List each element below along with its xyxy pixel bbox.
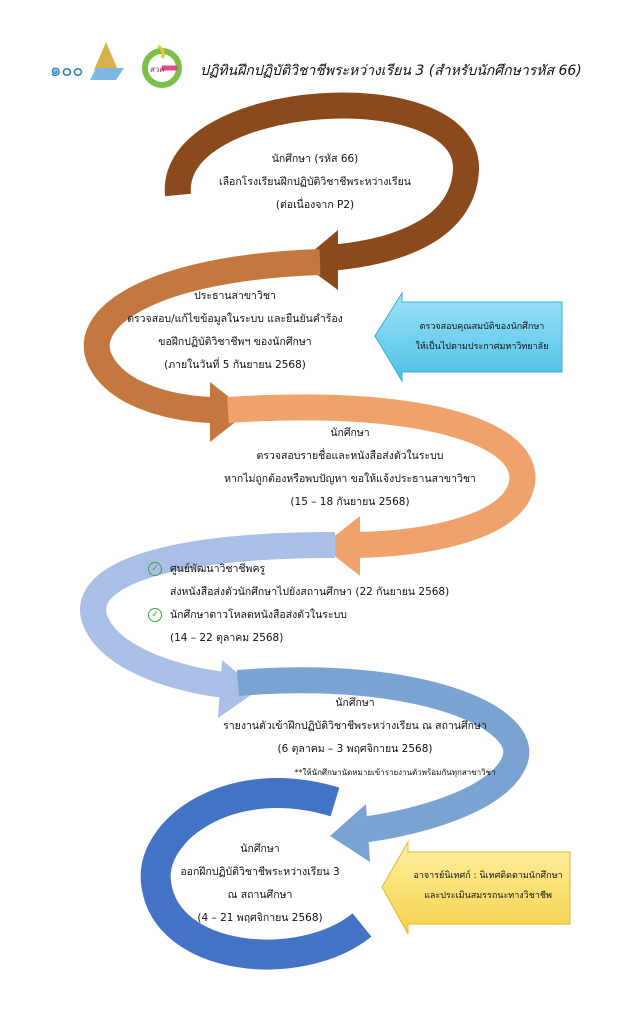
side-arrow-yellow bbox=[381, 840, 571, 935]
page-title: ปฏิทินฝึกปฏิบัติวิชาชีพระหว่างเรียน 3 (ส… bbox=[200, 63, 582, 79]
side-note-line: อาจารย์นิเทศก์ : นิเทศติดตามนักศึกษา bbox=[413, 871, 563, 881]
step-4-item-1-detail: ส่งหนังสือส่งตัวนักศึกษาไปยังสถานศึกษา (… bbox=[170, 586, 450, 598]
step-2-line: ตรวจสอบ/แก้ไขข้อมูลในระบบ และยืนยันคำร้อ… bbox=[127, 313, 343, 325]
step-2-line: ขอฝึกปฏิบัติวิชาชีพฯ ของนักศึกษา bbox=[158, 336, 312, 348]
step-1-text: นักศึกษา (รหัส 66) เลือกโรงเรียนฝึกปฏิบั… bbox=[210, 148, 420, 217]
university-logo: ๑๐๐ bbox=[46, 40, 126, 85]
step-4-item-1-heading: ศูนย์พัฒนาวิชาชีพครู bbox=[170, 563, 266, 575]
step-6-line: (4 – 21 พฤศจิกายน 2568) bbox=[197, 912, 323, 924]
side-note-line: ให้เป็นไปตามประกาศมหาวิทยาลัย bbox=[415, 342, 549, 352]
ring-step-6 bbox=[140, 778, 372, 970]
svg-text:๑๐๐: ๑๐๐ bbox=[50, 60, 83, 81]
step-5-text: นักศึกษา รายงานตัวเข้าฝึกปฏิบัติวิชาชีพร… bbox=[200, 692, 510, 784]
side-note-line: และประเมินสมรรถนะทางวิชาชีพ bbox=[424, 891, 552, 901]
faculty-logo: สวค bbox=[140, 42, 184, 88]
step-4-item-2-detail: (14 – 22 ตุลาคม 2568) bbox=[170, 632, 284, 644]
step-3-line: (15 – 18 กันยายน 2568) bbox=[290, 496, 410, 508]
step-2-line: (ภายในวันที่ 5 กันยายน 2568) bbox=[164, 359, 306, 371]
step-6-line: ออกฝึกปฏิบัติวิชาชีพระหว่างเรียน 3 bbox=[180, 866, 340, 878]
arrow-step-3 bbox=[227, 394, 536, 576]
step-3-line: ตรวจสอบรายชื่อและหนังสือส่งตัวในระบบ bbox=[256, 450, 444, 462]
step-4-item-2-heading: นักศึกษาดาวโหลดหนังสือส่งตัวในระบบ bbox=[170, 609, 347, 621]
step-6-text: นักศึกษา ออกฝึกปฏิบัติวิชาชีพระหว่างเรีย… bbox=[165, 838, 355, 930]
side-note-qualification: ตรวจสอบคุณสมบัติของนักศึกษา ให้เป็นไปตาม… bbox=[402, 317, 562, 357]
arrow-step-4 bbox=[80, 532, 336, 718]
step-5-heading: นักศึกษา bbox=[335, 697, 375, 709]
side-note-line: ตรวจสอบคุณสมบัติของนักศึกษา bbox=[419, 322, 545, 332]
step-3-heading: นักศึกษา bbox=[330, 427, 370, 439]
step-1-line: (ต่อเนื่องจาก P2) bbox=[275, 199, 355, 211]
step-2-text: ประธานสาขาวิชา ตรวจสอบ/แก้ไขข้อมูลในระบบ… bbox=[100, 285, 370, 377]
check-circle-icon: ✓ bbox=[148, 608, 162, 622]
step-3-text: นักศึกษา ตรวจสอบรายชื่อและหนังสือส่งตัวใ… bbox=[200, 422, 500, 514]
check-circle-icon: ✓ bbox=[148, 562, 162, 576]
step-5-line: (6 ตุลาคม – 3 พฤศจิกายน 2568) bbox=[277, 743, 433, 755]
step-2-heading: ประธานสาขาวิชา bbox=[194, 290, 276, 302]
step-1-heading: นักศึกษา (รหัส 66) bbox=[271, 153, 359, 165]
step-6-line: ณ สถานศึกษา bbox=[227, 889, 293, 901]
step-5-line: รายงานตัวเข้าฝึกปฏิบัติวิชาชีพระหว่างเรี… bbox=[223, 720, 487, 732]
svg-text:สวค: สวค bbox=[150, 65, 165, 74]
side-note-supervisor: อาจารย์นิเทศก์ : นิเทศติดตามนักศึกษา และ… bbox=[406, 866, 570, 906]
step-5-note: **ให้นักศึกษานัดหมายเข้ารายงานตัวพร้อมกั… bbox=[294, 768, 496, 777]
step-4-text: ✓ ศูนย์พัฒนาวิชาชีพครู ส่งหนังสือส่งตัวนั… bbox=[148, 558, 449, 650]
step-6-heading: นักศึกษา bbox=[240, 843, 280, 855]
arrow-step-5 bbox=[236, 667, 530, 862]
side-arrow-blue bbox=[374, 291, 563, 383]
step-3-line: หากไม่ถูกต้องหรือพบปัญหา ขอให้แจ้งประธาน… bbox=[224, 473, 476, 485]
step-1-line: เลือกโรงเรียนฝึกปฏิบัติวิชาชีพระหว่างเรี… bbox=[218, 176, 411, 188]
